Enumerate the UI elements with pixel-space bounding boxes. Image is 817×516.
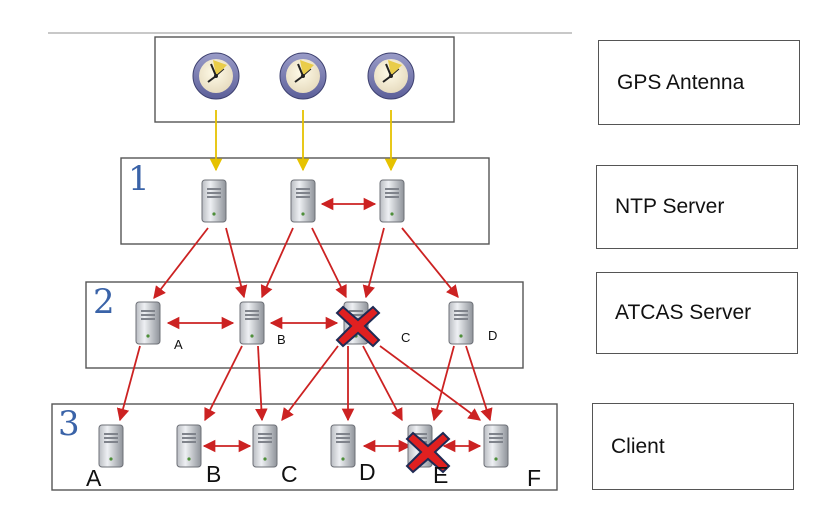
stratum1-server-icon <box>379 179 405 223</box>
sync-arrows <box>116 197 493 453</box>
gps-clock-icon <box>367 52 415 100</box>
stratum-3-box <box>51 403 558 491</box>
atcas-label-b: B <box>277 332 286 347</box>
gps-clock-icon <box>279 52 327 100</box>
red-x-failure-icon <box>405 431 451 474</box>
atcas-label-c: C <box>401 330 410 345</box>
client-server-icon <box>98 424 124 468</box>
client-label-f: F <box>527 465 541 491</box>
client-server-icon <box>483 424 509 468</box>
tier-number-3: 3 <box>58 404 80 444</box>
atcas-server-icon <box>448 301 474 345</box>
gps-clock-icon <box>192 52 240 100</box>
stratum1-server-icon <box>290 179 316 223</box>
legend-atcas-server: ATCAS Server <box>596 272 798 354</box>
red-x-failure-icon <box>335 305 381 348</box>
client-label-a: A <box>86 465 102 491</box>
legend-gps-antenna: GPS Antenna <box>598 40 800 125</box>
legend-atcas-label: ATCAS Server <box>615 301 752 324</box>
client-label-c: C <box>281 461 298 487</box>
client-server-icon <box>176 424 202 468</box>
atcas-label-a: A <box>174 337 183 352</box>
atcas-label-d: D <box>488 328 497 343</box>
tier-number-1: 1 <box>128 159 150 199</box>
legend-client-label: Client <box>611 434 665 458</box>
atcas-server-icon <box>239 301 265 345</box>
client-label-d: D <box>359 459 376 485</box>
legend-client: Client <box>592 403 794 490</box>
legend-ntp-server: NTP Server <box>596 165 798 249</box>
gps-tier-box <box>154 36 455 123</box>
stratum-1-box <box>120 157 490 245</box>
atcas-server-icon <box>135 301 161 345</box>
tier-number-2: 2 <box>93 282 115 322</box>
client-server-icon <box>330 424 356 468</box>
legend-ntp-label: NTP Server <box>615 195 725 218</box>
stratum-2-box <box>85 281 524 369</box>
gps-arrows <box>209 110 398 172</box>
client-label-e: E <box>433 462 448 488</box>
client-server-icon <box>252 424 278 468</box>
client-label-b: B <box>206 461 221 487</box>
legend-gps-label: GPS Antenna <box>617 70 745 94</box>
stratum1-server-icon <box>201 179 227 223</box>
